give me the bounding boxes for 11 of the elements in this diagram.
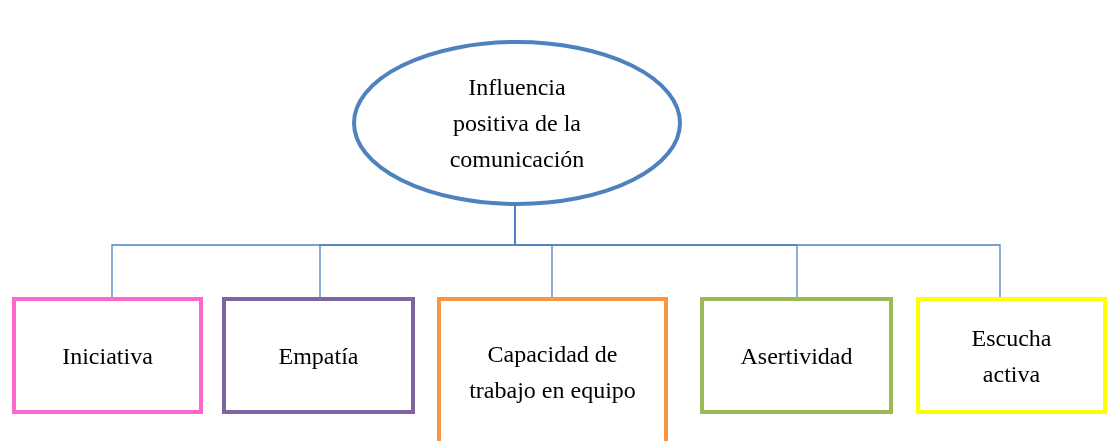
topic-text: Influencia positiva de la comunicación — [448, 73, 586, 174]
category-label: Empatía — [278, 341, 359, 371]
category-box — [700, 297, 893, 414]
category-box — [12, 297, 203, 414]
category-label: Capacidad de trabajo en equipo — [468, 340, 637, 405]
category-box — [437, 297, 668, 441]
category-label: Escucha activa — [970, 323, 1053, 389]
category-label: Iniciativa — [62, 341, 153, 371]
category-label: Asertividad — [740, 341, 853, 371]
category-box — [222, 297, 415, 414]
category-box — [916, 297, 1107, 414]
